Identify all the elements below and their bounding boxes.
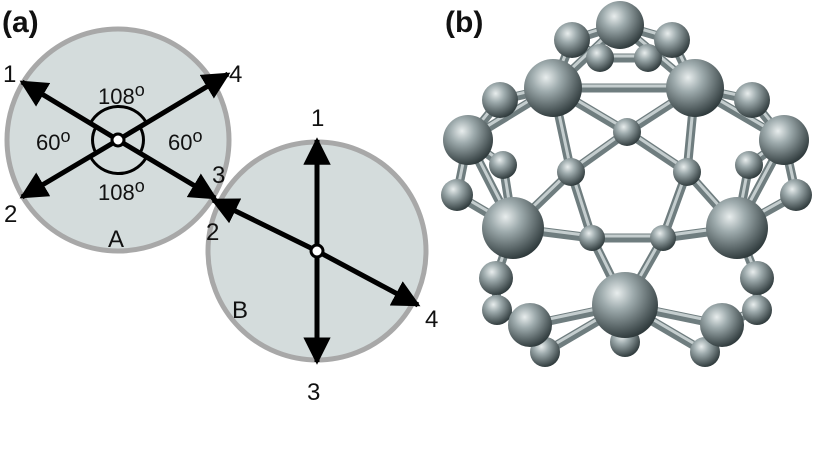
site-a-port-1: 1 bbox=[3, 61, 16, 88]
molecule-structure bbox=[441, 1, 812, 367]
molecule-atom bbox=[673, 158, 701, 186]
molecule-atom bbox=[441, 179, 473, 211]
molecule-atom bbox=[482, 82, 518, 118]
site-a-port-2: 2 bbox=[4, 201, 17, 228]
molecule-atom bbox=[579, 225, 605, 251]
molecule-atom bbox=[613, 118, 641, 146]
molecule-atom bbox=[482, 295, 512, 325]
molecule-atom bbox=[557, 158, 585, 186]
molecule-atom bbox=[554, 22, 590, 58]
site-a-center bbox=[110, 132, 126, 148]
molecule-atom bbox=[634, 44, 662, 72]
site-b-name: B bbox=[232, 297, 248, 324]
site-a-angle-arc-left bbox=[91, 126, 98, 154]
molecule-atom bbox=[706, 197, 768, 259]
molecule-atom bbox=[586, 44, 614, 72]
site-a-name: A bbox=[108, 226, 124, 253]
site-a-arrow-3 bbox=[116, 137, 218, 201]
site-a-angle-arc-bottom bbox=[88, 155, 148, 176]
angle-label-left: 60o bbox=[36, 126, 71, 155]
molecule-atom bbox=[482, 197, 544, 259]
site-b-center bbox=[309, 243, 325, 259]
panel-label-b: (b) bbox=[445, 6, 483, 39]
molecule-atom bbox=[735, 151, 763, 179]
molecule-atom bbox=[508, 303, 552, 347]
molecule-atom bbox=[654, 22, 690, 58]
molecule-atom bbox=[489, 151, 517, 179]
molecule-atom bbox=[524, 59, 582, 117]
molecule-atom bbox=[596, 1, 644, 49]
site-b-arrow-4 bbox=[315, 248, 421, 308]
site-b-port-3: 3 bbox=[307, 379, 320, 406]
site-a-arrow-1 bbox=[19, 79, 120, 143]
molecule-atom bbox=[700, 303, 744, 347]
molecule-atom bbox=[734, 82, 770, 118]
site-a-angle-arc-top bbox=[88, 104, 148, 125]
molecule-atom bbox=[592, 272, 658, 338]
site-a: 108o 108o 60o 60o 1 2 3 4 A bbox=[3, 26, 242, 254]
site-b-arrow-2 bbox=[210, 197, 319, 254]
molecule-atom bbox=[443, 115, 493, 165]
panel-label-a: (a) bbox=[2, 6, 39, 39]
site-a-angle-arc-right bbox=[138, 126, 145, 154]
molecule-atom bbox=[479, 261, 513, 295]
angle-label-bottom: 108o bbox=[98, 176, 145, 205]
molecule-atom bbox=[666, 59, 724, 117]
site-a-arrow-4 bbox=[116, 71, 231, 143]
molecule-atom bbox=[650, 225, 676, 251]
molecule-atom bbox=[742, 295, 772, 325]
site-b-port-4: 4 bbox=[425, 306, 438, 333]
angle-label-top: 108o bbox=[98, 80, 145, 109]
site-a-port-3: 3 bbox=[212, 162, 225, 189]
molecule-atom bbox=[780, 179, 812, 211]
site-b-port-2: 2 bbox=[206, 219, 219, 246]
angle-label-right: 60o bbox=[168, 126, 203, 155]
site-a-port-4: 4 bbox=[229, 61, 242, 88]
molecule-atom bbox=[759, 115, 809, 165]
site-a-arrow-2 bbox=[19, 137, 120, 200]
site-b: 1 2 3 4 B bbox=[205, 105, 438, 406]
site-b-port-1: 1 bbox=[311, 105, 324, 132]
molecule-atom bbox=[740, 261, 774, 295]
